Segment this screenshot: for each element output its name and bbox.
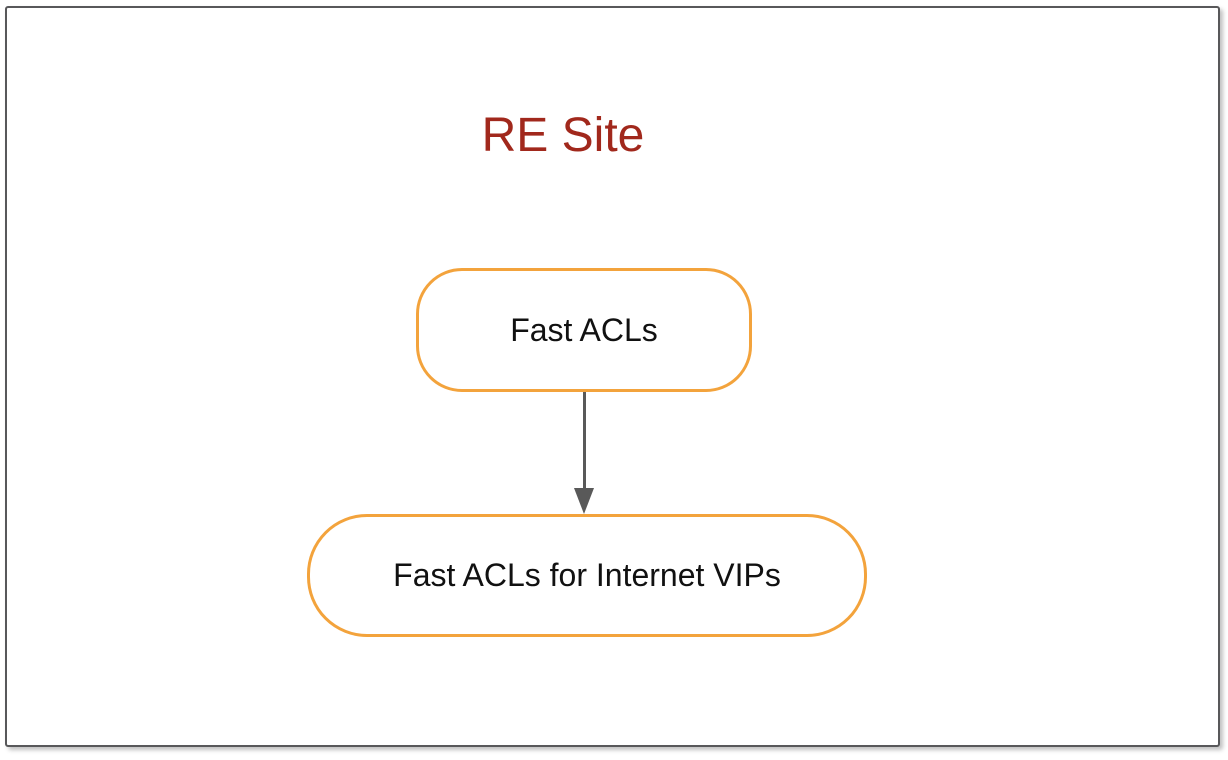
node-label: Fast ACLs xyxy=(510,311,658,348)
slide: RE Site Fast ACLs Fast ACLs for Internet… xyxy=(5,6,1220,747)
diagram-title: RE Site xyxy=(481,109,645,162)
connector-line xyxy=(583,392,586,490)
node-fast-acls[interactable]: Fast ACLs xyxy=(416,268,752,392)
node-label: Fast ACLs for Internet VIPs xyxy=(393,557,781,593)
connector-arrowhead xyxy=(574,488,594,514)
node-fast-acls-for-internet-vips[interactable]: Fast ACLs for Internet VIPs xyxy=(307,514,867,637)
